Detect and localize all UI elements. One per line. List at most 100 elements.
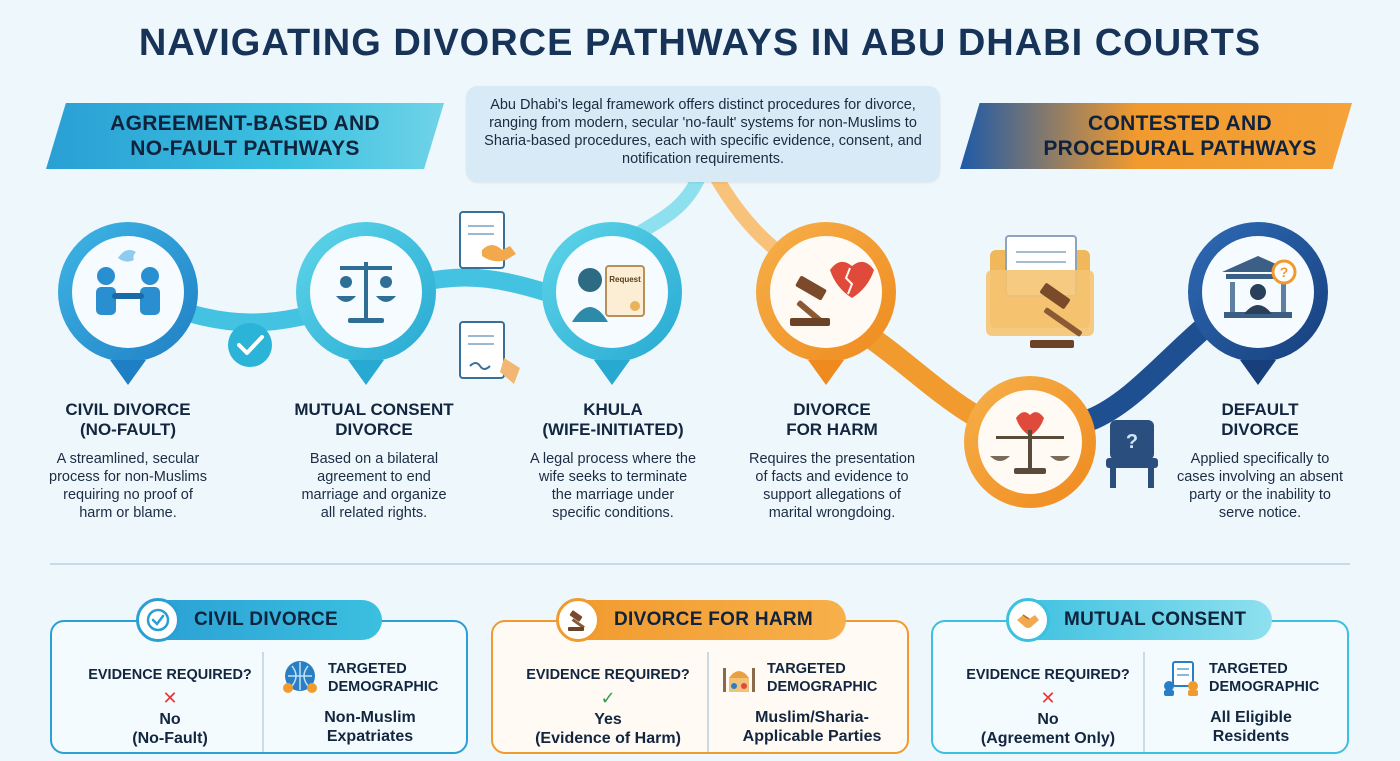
default-divorce-desc-1: Applied specifically to: [1190, 451, 1330, 467]
handshake-icon: [1006, 598, 1050, 642]
default-divorce-node: ?: [1188, 222, 1328, 385]
khula-desc-1: A legal process where the: [529, 451, 697, 467]
mutual-consent-card-title: MUTUAL CONSENT: [1064, 609, 1247, 630]
harm-demo-label2: DEMOGRAPHIC: [767, 679, 878, 695]
banner-right-line2: PROCEDURAL PATHWAYS: [1043, 137, 1317, 160]
civil-divorce-title2: (NO-FAULT): [80, 420, 176, 439]
civil-demo-label2: DEMOGRAPHIC: [328, 679, 439, 695]
check-circle-icon: [136, 598, 180, 642]
divorce-for-harm-node: [756, 222, 896, 385]
svg-text:?: ?: [1126, 431, 1138, 453]
globe-people-icon: [283, 661, 317, 693]
mutual-consent-card: EVIDENCE REQUIRED? ✕ No (Agreement Only)…: [931, 620, 1349, 754]
card-separator: [262, 652, 264, 752]
default-divorce-desc-4: serve notice.: [1218, 505, 1302, 521]
card-separator: [707, 652, 709, 752]
civil-divorce-card: EVIDENCE REQUIRED? ✕ No (No-Fault) TARGE…: [50, 620, 468, 754]
divorce-for-harm-card: EVIDENCE REQUIRED? ✓ Yes (Evidence of Ha…: [491, 620, 909, 754]
scales-heart-icon: [990, 412, 1070, 474]
civil-demo-label1: TARGETED: [328, 661, 407, 677]
divorce-for-harm-desc-1: Requires the presentation: [748, 451, 916, 467]
civil-divorce-card-title: CIVIL DIVORCE: [194, 609, 338, 630]
divorce-for-harm-card-title: DIVORCE FOR HARM: [614, 609, 814, 630]
civil-demo-value1: Non-Muslim: [324, 709, 416, 726]
banner-right-line1: CONTESTED AND: [1088, 112, 1272, 135]
consent-evidence-label: EVIDENCE REQUIRED?: [966, 667, 1130, 683]
mutual-consent-title2: DIVORCE: [335, 420, 413, 439]
khula-label: KHULA(WIFE-INITIATED) A legal process wh…: [510, 400, 716, 522]
mutual-consent-title1: MUTUAL CONSENT: [294, 400, 454, 419]
civil-divorce-title1: CIVIL DIVORCE: [65, 400, 191, 419]
civil-divorce-desc-3: requiring no proof of: [63, 487, 193, 503]
mutual-consent-node: [296, 222, 436, 385]
civil-evidence-value2: (No-Fault): [132, 730, 208, 747]
mutual-consent-desc-2: agreement to end: [317, 469, 431, 485]
scales-people-icon: [336, 262, 396, 323]
mutual-consent-desc-3: marriage and organize: [301, 487, 447, 503]
mutual-consent-desc-1: Based on a bilateral: [309, 451, 439, 467]
khula-desc-4: specific conditions.: [552, 505, 674, 521]
harm-demo-label1: TARGETED: [767, 661, 846, 677]
section-divider: [50, 563, 1350, 565]
cross-icon: ✕: [1040, 688, 1056, 708]
harm-demo-value2: Applicable Parties: [742, 728, 882, 745]
divorce-for-harm-title1: DIVORCE: [793, 400, 871, 419]
consent-demo-value2: Residents: [1212, 728, 1290, 745]
request-label: Request: [609, 275, 641, 284]
mosque-family-icon: [723, 668, 755, 692]
agreement-document-icon: [459, 211, 516, 269]
divorce-for-harm-desc-3: support allegations of: [763, 487, 901, 503]
divorce-for-harm-title2: FOR HARM: [786, 420, 878, 439]
civil-demo-value2: Expatriates: [326, 728, 414, 745]
consent-demo-value1: All Eligible: [1210, 709, 1292, 726]
harm-evidence-value1: Yes: [594, 711, 622, 728]
civil-evidence-label: EVIDENCE REQUIRED?: [88, 667, 252, 683]
divorce-for-harm-desc-2: of facts and evidence to: [755, 469, 909, 485]
consent-demo-label2: DEMOGRAPHIC: [1209, 679, 1320, 695]
civil-divorce-card-header: CIVIL DIVORCE: [136, 598, 382, 642]
card-separator: [1143, 652, 1145, 752]
khula-desc-2: wife seeks to terminate: [538, 469, 688, 485]
harm-demo-value1: Muslim/Sharia-: [755, 709, 869, 726]
banner-left-line2: NO-FAULT PATHWAYS: [130, 137, 360, 160]
courthouse-person-icon: ?: [1222, 256, 1297, 318]
signing-document-icon: [459, 321, 520, 384]
khula-node: Request: [542, 222, 682, 385]
banner-left-line1: AGREEMENT-BASED AND: [110, 112, 380, 135]
document-people-icon: [1164, 661, 1198, 696]
woman-request-icon: Request: [572, 265, 645, 322]
dove-icon: [118, 250, 136, 262]
civil-divorce-desc-4: harm or blame.: [79, 505, 177, 521]
harm-evidence-value2: (Evidence of Harm): [535, 730, 681, 747]
divorce-for-harm-card-header: DIVORCE FOR HARM: [556, 598, 846, 642]
harm-evidence-label: EVIDENCE REQUIRED?: [526, 667, 690, 683]
civil-divorce-desc-2: process for non-Muslims: [49, 469, 207, 485]
default-divorce-desc-2: cases involving an absent: [1176, 469, 1344, 485]
default-divorce-title2: DIVORCE: [1221, 420, 1299, 439]
check-badge-icon: [228, 323, 272, 367]
khula-title2: (WIFE-INITIATED): [542, 420, 684, 439]
case-folder-gavel-icon: [986, 235, 1094, 348]
cross-icon: ✕: [162, 688, 178, 708]
svg-text:?: ?: [1280, 264, 1289, 280]
civil-divorce-desc-1: A streamlined, secular: [56, 451, 200, 467]
check-icon: ✓: [600, 688, 616, 708]
divorce-for-harm-desc-4: marital wrongdoing.: [768, 505, 896, 521]
civil-divorce-node: [58, 222, 198, 385]
intro-text: Abu Dhabi's legal framework offers disti…: [466, 86, 940, 182]
default-divorce-title1: DEFAULT: [1221, 400, 1299, 419]
civil-evidence-value1: No: [159, 711, 181, 728]
mutual-consent-desc-4: all related rights.: [320, 505, 428, 521]
khula-desc-3: the marriage under: [551, 487, 675, 503]
default-divorce-desc-3: party or the inability to: [1189, 487, 1331, 503]
gavel-broken-heart-icon: [790, 261, 874, 326]
empty-chair-question-icon: ?: [1106, 420, 1158, 488]
khula-title1: KHULA: [583, 400, 643, 419]
consent-evidence-value2: (Agreement Only): [980, 730, 1116, 747]
gavel-icon: [556, 598, 600, 642]
